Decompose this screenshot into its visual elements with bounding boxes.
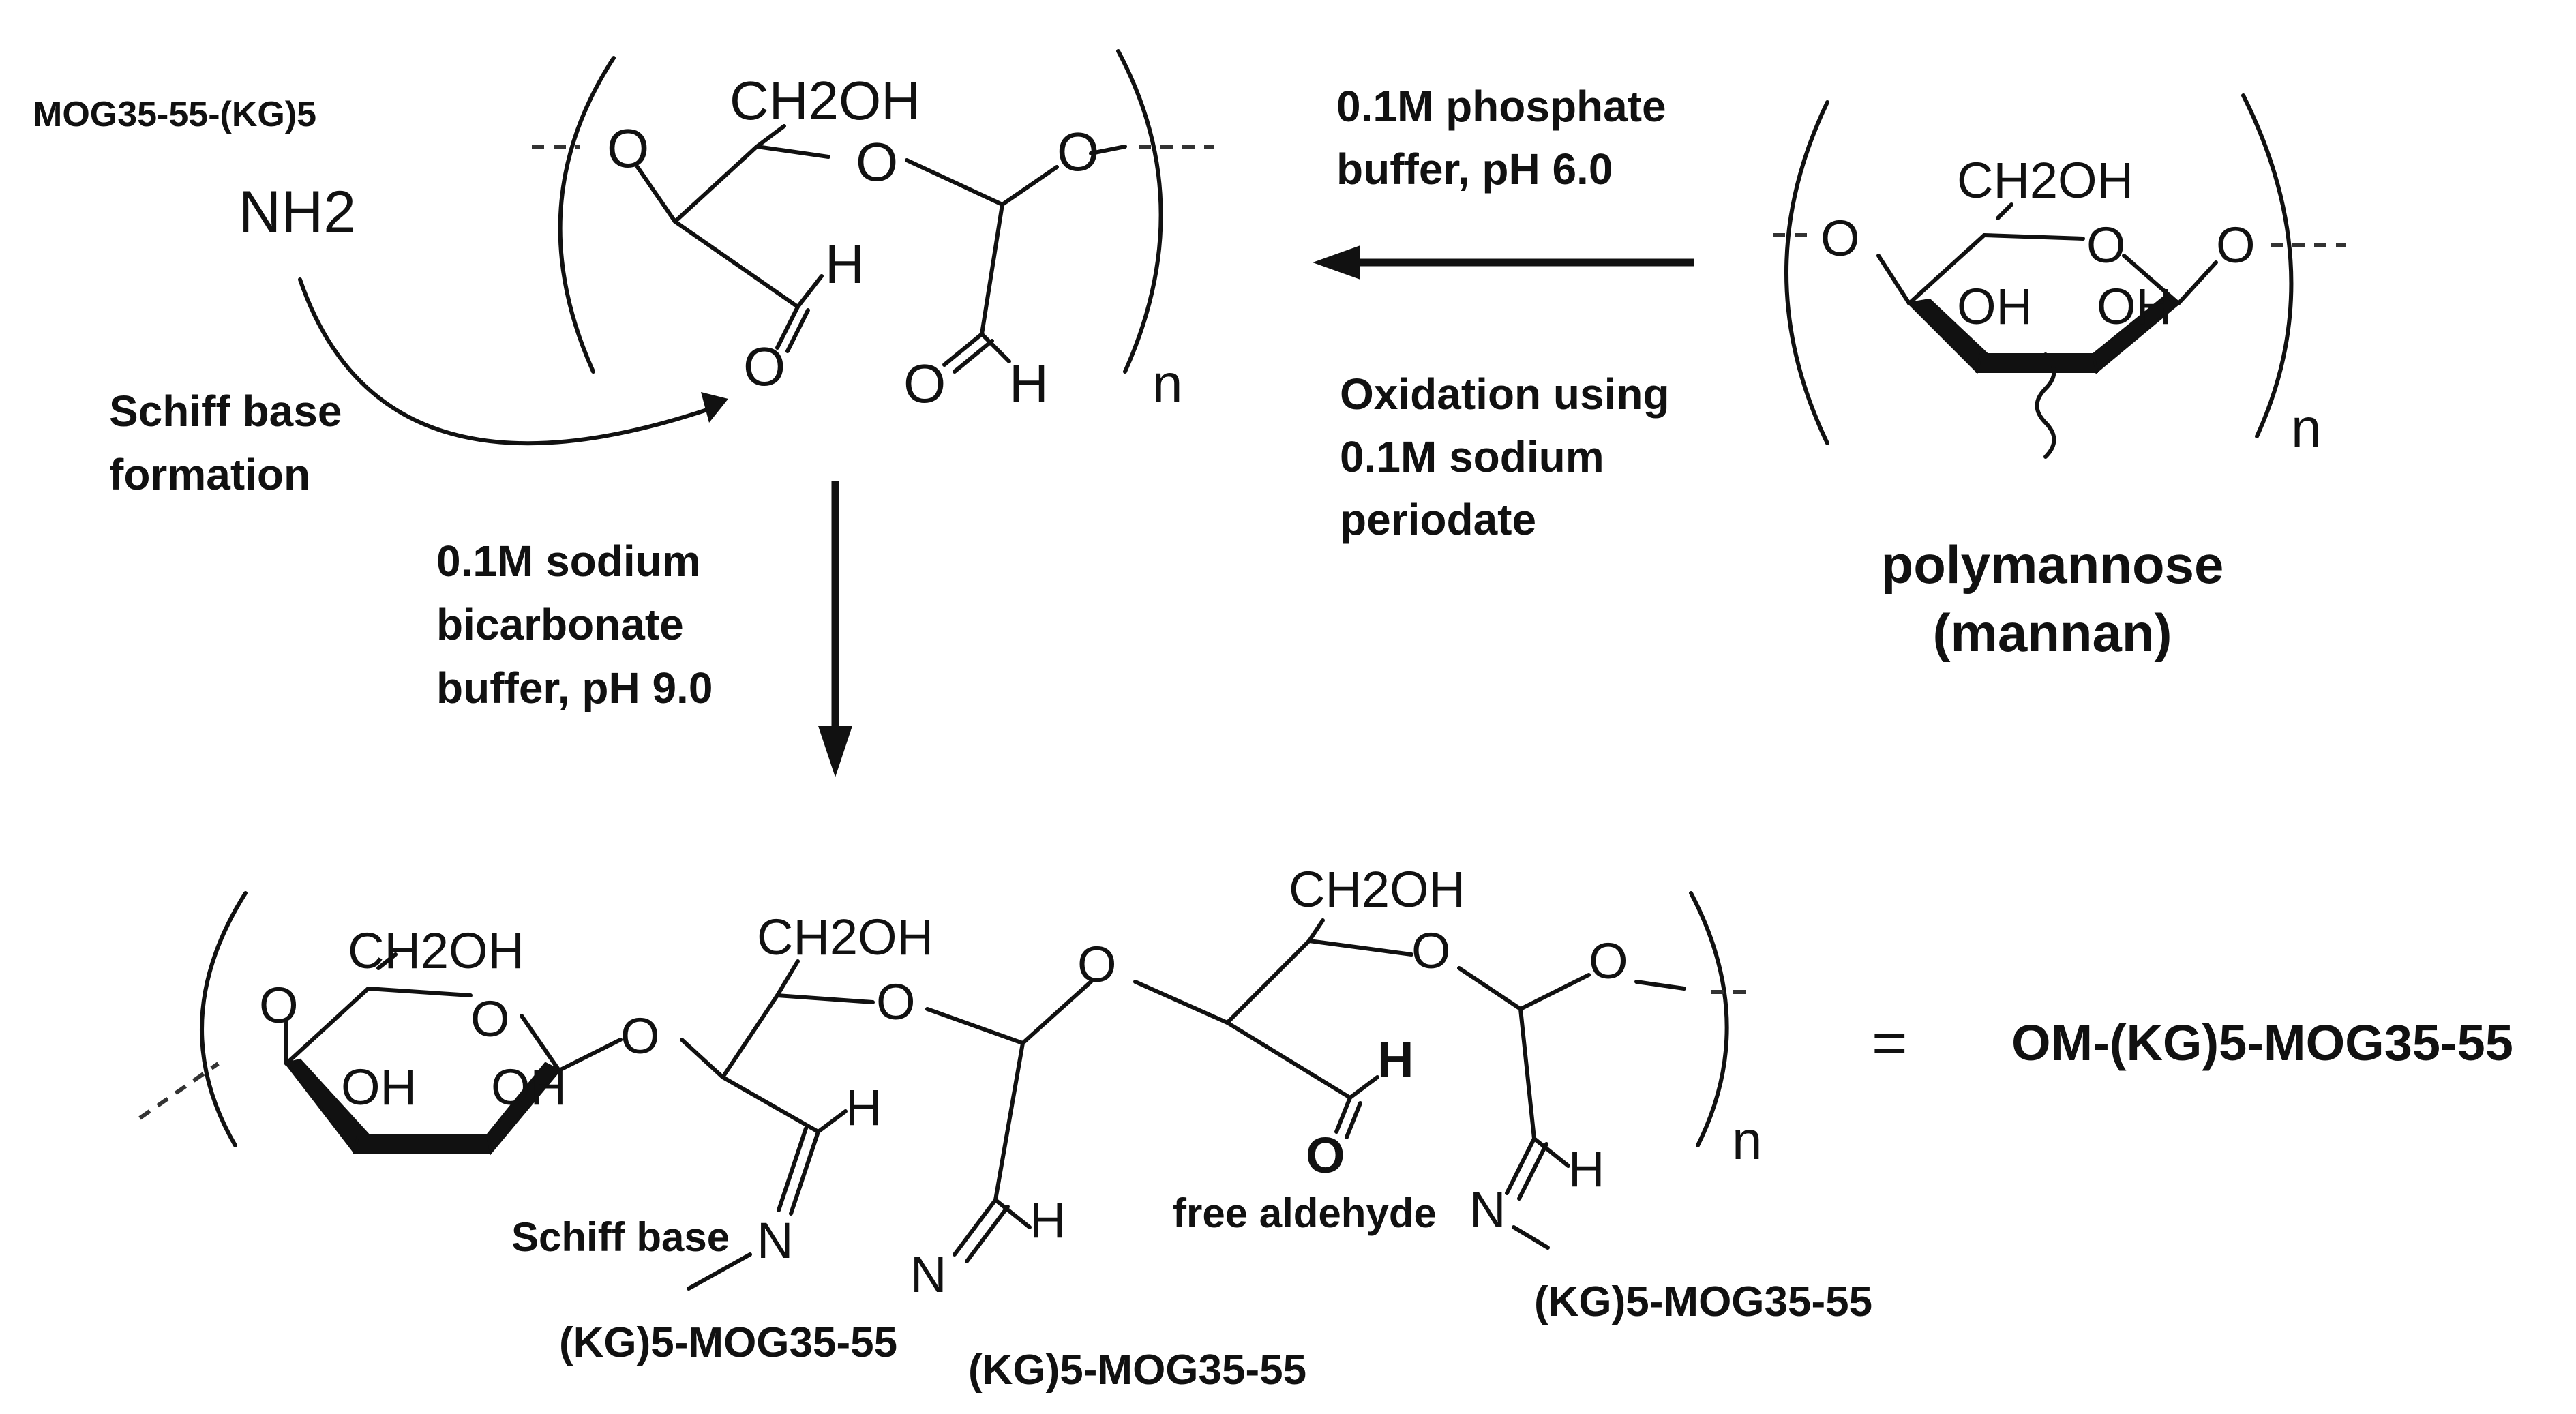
schiff-base-formation-label: formation <box>109 450 310 499</box>
oxygen-atom: O <box>2216 217 2256 273</box>
wavy-bond <box>2035 352 2056 459</box>
repeat-unit-n: n <box>2291 397 2322 458</box>
polymannose-structure: O CH2OH O O OH OH n <box>1773 93 2346 459</box>
schiff-base-label: Schiff base <box>511 1214 730 1260</box>
ring-wedge <box>353 1134 492 1154</box>
free-aldehyde-oxygen: O <box>1306 1127 1345 1184</box>
left-bracket <box>1784 100 1829 445</box>
aldehyde-oxygen: O <box>743 336 785 397</box>
ch2oh-group: CH2OH <box>1289 861 1465 918</box>
phosphate-buffer-label: 0.1M phosphate <box>1336 82 1666 131</box>
oxidation-label: Oxidation using <box>1340 370 1670 419</box>
left-bracket <box>200 891 248 1147</box>
hydrogen-atom: H <box>845 1079 882 1136</box>
product-name: OM-(KG)5-MOG35-55 <box>2011 1014 2513 1071</box>
repeat-unit-n: n <box>1732 1110 1763 1171</box>
polymannose-label: (mannan) <box>1933 603 2172 663</box>
hydroxyl-group: OH <box>1957 278 2033 335</box>
aldehyde-oxygen: O <box>903 353 946 414</box>
polymannose-label: polymannose <box>1881 535 2224 595</box>
conjugation-arrow <box>818 481 852 777</box>
ch2oh-group: CH2OH <box>757 909 933 965</box>
oxygen-atom: O <box>259 977 299 1034</box>
oxygen-atom: O <box>470 991 510 1047</box>
oxygen-atom: O <box>1821 210 1860 267</box>
left-bracket <box>558 56 616 374</box>
imine-nitrogen: N <box>910 1246 946 1303</box>
oxygen-atom: O <box>1057 121 1099 182</box>
amine-group: NH2 <box>239 179 356 245</box>
schiff-base-formation-label: Schiff base <box>109 387 342 436</box>
oxidation-label: 0.1M sodium <box>1340 432 1604 481</box>
schiff-base-formation-arrow <box>298 277 711 446</box>
oxygen-atom: O <box>1589 933 1628 989</box>
right-bracket <box>1689 891 1729 1147</box>
reagent-label: MOG35-55-(KG)5 <box>33 95 316 134</box>
ch2oh-group: CH2OH <box>730 70 920 131</box>
oxygen-atom: O <box>1411 922 1451 979</box>
ring-wedge <box>1975 353 2098 373</box>
bicarbonate-buffer-label: bicarbonate <box>436 600 684 649</box>
oxygen-atom: O <box>620 1008 660 1064</box>
bicarbonate-buffer-label: buffer, pH 9.0 <box>436 663 713 712</box>
peptide-label: (KG)5-MOG35-55 <box>559 1319 897 1366</box>
oxygen-atom: O <box>607 118 649 179</box>
ch2oh-group: CH2OH <box>348 922 524 979</box>
hydrogen-atom: H <box>825 234 865 295</box>
imine-nitrogen: N <box>1469 1182 1506 1238</box>
hydroxyl-group: OH <box>2097 278 2172 335</box>
oxygen-atom: O <box>2086 217 2126 273</box>
equals-sign: = <box>1872 1009 1908 1077</box>
ch2oh-group: CH2OH <box>1957 152 2133 209</box>
peptide-label: (KG)5-MOG35-55 <box>968 1347 1306 1394</box>
hydroxyl-group: OH <box>341 1059 417 1115</box>
hydrogen-atom: H <box>1030 1192 1066 1248</box>
ring-wedge <box>2091 295 2181 374</box>
conjugate-product-structure: O CH2OH O OH OH O CH2OH O H N O H N CH2O… <box>138 861 1763 1303</box>
free-aldehyde-label: free aldehyde <box>1173 1190 1437 1236</box>
repeat-unit-n: n <box>1152 353 1183 414</box>
oxygen-atom: O <box>856 132 898 192</box>
hydrogen-atom: H <box>1568 1141 1604 1197</box>
peptide-label: (KG)5-MOG35-55 <box>1534 1278 1872 1325</box>
oxidized-mannan-structure: O CH2OH O O H O O H n <box>532 49 1214 414</box>
oxygen-atom: O <box>1077 936 1117 993</box>
hydrogen-atom: H <box>1377 1032 1413 1088</box>
phosphate-buffer-label: buffer, pH 6.0 <box>1336 145 1613 194</box>
oxygen-atom: O <box>876 974 916 1030</box>
imine-nitrogen: N <box>757 1212 793 1269</box>
ring-wedge <box>485 1062 562 1156</box>
right-bracket <box>1116 49 1163 374</box>
oxidation-arrow <box>1313 245 1694 280</box>
bicarbonate-buffer-label: 0.1M sodium <box>436 537 701 586</box>
oxidation-label: periodate <box>1340 495 1536 544</box>
arrow-head <box>701 392 728 423</box>
hydrogen-atom: H <box>1009 353 1049 414</box>
hydroxyl-group: OH <box>491 1059 567 1115</box>
right-bracket <box>2241 93 2294 438</box>
